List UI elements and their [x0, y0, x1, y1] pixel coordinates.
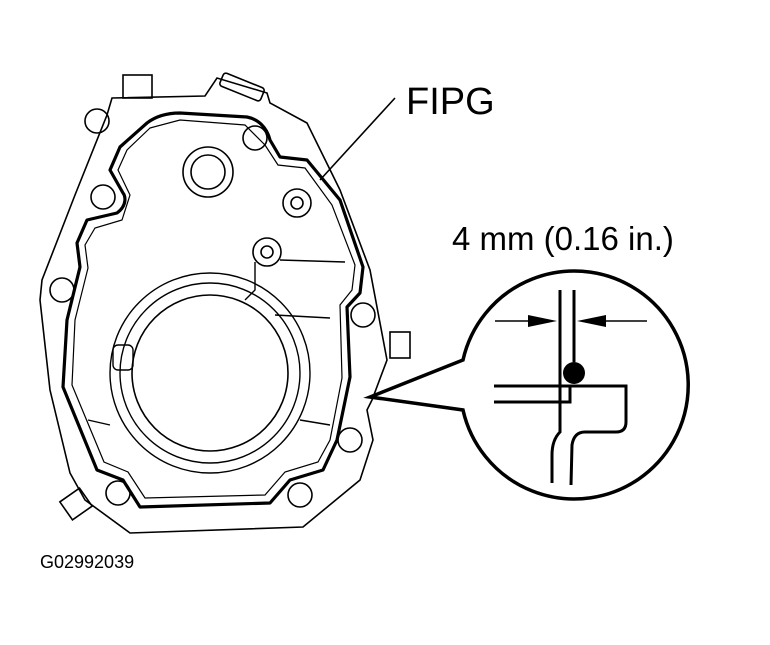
bottom-left-tab — [58, 486, 94, 522]
bore-outer-ring — [109, 272, 311, 474]
rib — [87, 259, 346, 426]
fipg-bead-dot — [563, 362, 585, 384]
bolt-holes — [49, 108, 376, 508]
small-boss — [282, 188, 312, 218]
top-tab — [122, 74, 153, 99]
figure-id: G02992039 — [40, 552, 135, 572]
cover-outline — [39, 77, 388, 534]
arrow-right-icon — [528, 315, 557, 327]
bore-notch — [112, 344, 134, 371]
bore-ring — [119, 282, 301, 464]
bead-width-label: 4 mm (0.16 in.) — [452, 220, 674, 257]
right-tab — [389, 331, 411, 359]
fipg-leader-line — [319, 97, 396, 181]
arrow-left-icon — [577, 315, 606, 327]
small-boss — [252, 237, 282, 267]
inner-recess — [71, 119, 356, 499]
bore — [131, 294, 289, 452]
fipg-bead — [61, 111, 365, 509]
fipg-label: FIPG — [406, 81, 495, 123]
upper-boss — [182, 146, 234, 198]
top-right-tab — [219, 72, 265, 102]
bead-detail — [494, 290, 647, 486]
